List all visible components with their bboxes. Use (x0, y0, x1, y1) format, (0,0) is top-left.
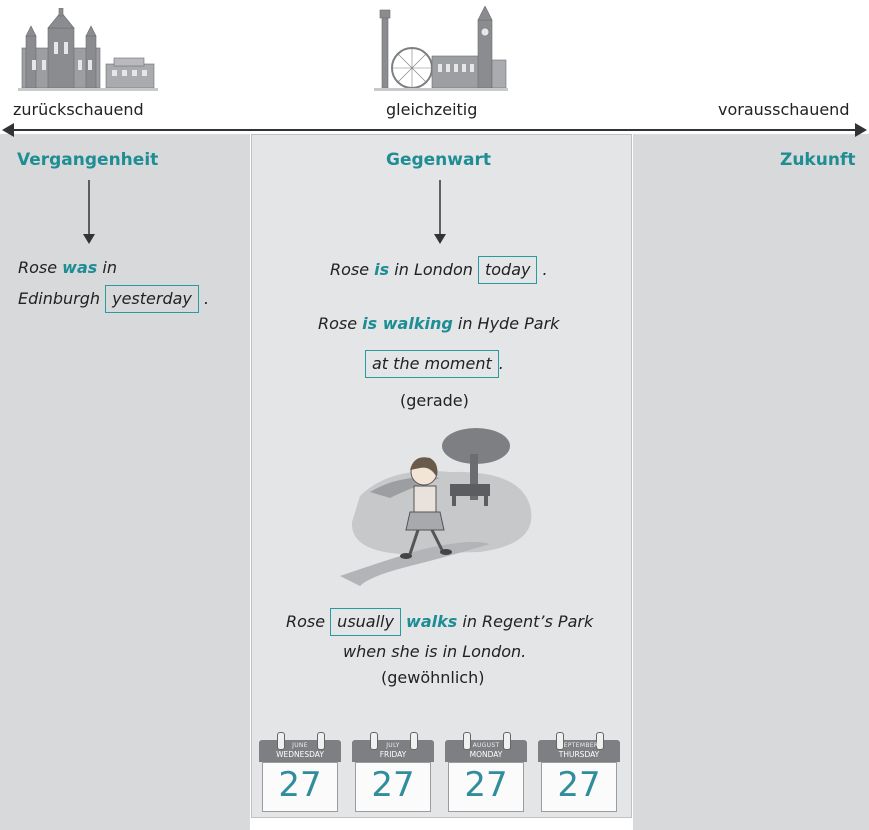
time-marker-today: today (477, 256, 538, 284)
heading-past: Vergangenheit (17, 150, 159, 170)
present-sentence-2-line1: Rose is walking in Hyde Park (318, 314, 560, 333)
arrow-down-past-icon (83, 180, 95, 244)
label-simultaneous: gleichzeitig (386, 100, 478, 119)
heading-present: Gegenwart (386, 150, 491, 170)
time-marker-at-the-moment: at the moment (365, 350, 499, 378)
note-gerade: (gerade) (400, 391, 469, 410)
timeline-arrow (2, 123, 867, 137)
present-sentence-1: Rose is in London today . (330, 256, 548, 284)
past-sentence-line1: Rose was in (18, 258, 117, 277)
present-sentence-3-line1: Rose usually walks in Regent’s Park (286, 608, 593, 636)
time-marker-yesterday: yesterday (105, 285, 199, 313)
london-skyline-icon (374, 6, 508, 91)
heading-future: Zukunft (780, 150, 856, 170)
past-panel (0, 134, 250, 830)
calendar-page: SEPTEMBER THURSDAY 27 (538, 732, 620, 814)
girl-walking-in-park-illustration (340, 428, 532, 586)
future-panel (633, 134, 869, 830)
label-looking-back: zurückschauend (13, 100, 144, 119)
present-verb-is-walking: is walking (362, 314, 453, 333)
present-verb-is: is (374, 260, 390, 279)
edinburgh-skyline-icon (18, 8, 158, 91)
calendar-page: JULY FRIDAY 27 (352, 732, 434, 814)
present-verb-walks: walks (406, 612, 458, 631)
time-marker-usually: usually (330, 608, 401, 636)
present-sentence-2-line2: at the moment. (365, 350, 504, 378)
note-gewoehnlich: (gewöhnlich) (381, 668, 485, 687)
calendar-page: AUGUST MONDAY 27 (445, 732, 527, 814)
arrow-down-present-icon (434, 180, 446, 244)
past-sentence-line2: Edinburgh yesterday . (18, 285, 209, 313)
present-sentence-3-line2: when she is in London. (343, 642, 527, 661)
label-looking-ahead: vorausschauend (718, 100, 850, 119)
past-verb: was (62, 258, 98, 277)
calendar-page: JUNE WEDNESDAY 27 (259, 732, 341, 814)
